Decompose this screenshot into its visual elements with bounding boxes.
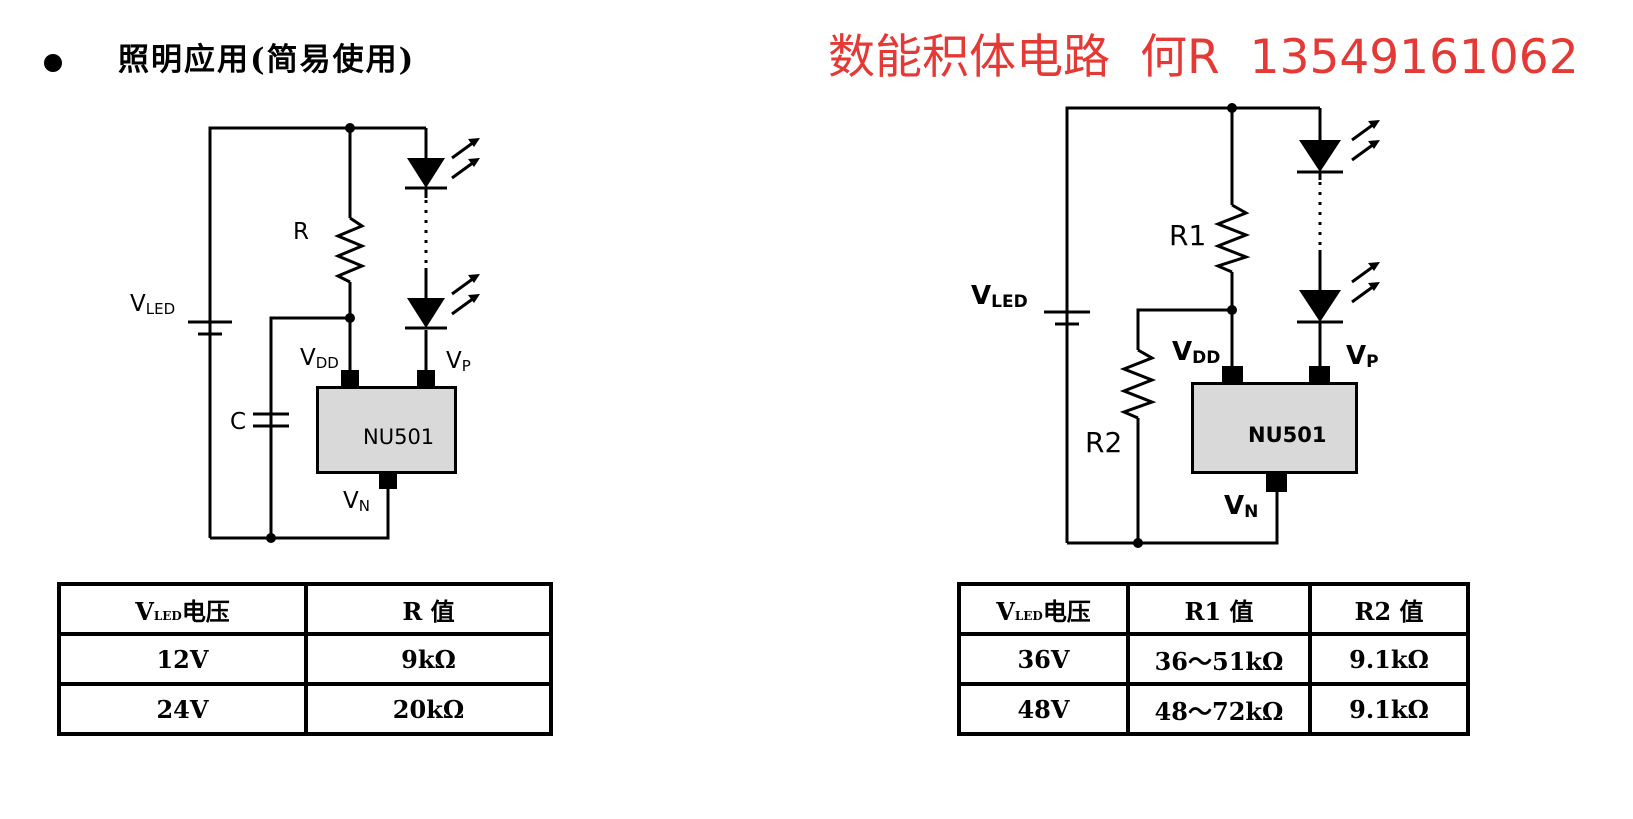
cell-vled: 48V <box>957 682 1130 736</box>
table-row: 36V 36～51kΩ 9.1kΩ <box>957 632 1470 686</box>
header-r2: R2 值 <box>1308 582 1470 636</box>
cell-vled: 24V <box>57 682 308 736</box>
chip-pins-2 <box>1222 366 1330 492</box>
cell-r: 20kΩ <box>304 682 553 736</box>
led-top-1 <box>405 136 482 190</box>
table-header-row: VLED电压 R 值 <box>57 582 553 636</box>
cell-r2: 9.1kΩ <box>1308 632 1470 686</box>
cell-vled: 36V <box>957 632 1130 686</box>
bullet-icon <box>44 54 62 72</box>
vn-label-1: VN <box>343 488 370 515</box>
led-top-2 <box>1297 118 1382 174</box>
resistor-r2 <box>1119 348 1157 420</box>
header-vled: VLED电压 <box>957 582 1130 636</box>
section-heading: 照明应用(简易使用) <box>118 42 416 78</box>
chip-pins-1 <box>341 370 435 489</box>
header-r: R 值 <box>304 582 553 636</box>
led-bottom-1 <box>405 272 482 330</box>
table-row: 48V 48～72kΩ 9.1kΩ <box>957 682 1470 736</box>
capacitor-c <box>253 412 289 428</box>
resistor-table-2: VLED电压 R1 值 R2 值 36V 36～51kΩ 9.1kΩ 48V 4… <box>957 582 1470 736</box>
vdd-label-2: VDD <box>1172 337 1221 368</box>
chip-label-2: NU501 <box>1248 423 1327 447</box>
vn-label-2: VN <box>1224 491 1259 522</box>
battery-vled-1 <box>188 320 232 336</box>
header-r1: R1 值 <box>1126 582 1312 636</box>
vp-label-2: VP <box>1346 341 1379 372</box>
c-label: C <box>230 409 247 435</box>
battery-vled-2 <box>1044 310 1090 326</box>
contact-phone: 13549161062 <box>1249 30 1579 85</box>
cell-r1: 48～72kΩ <box>1126 682 1312 736</box>
cell-r2: 9.1kΩ <box>1308 682 1470 736</box>
chip-label-1: NU501 <box>363 425 435 449</box>
r2-label: R2 <box>1085 426 1123 459</box>
vp-label-1: VP <box>446 348 471 375</box>
cell-vled: 12V <box>57 632 308 686</box>
header-vled: VLED电压 <box>57 582 308 636</box>
r-label: R <box>293 219 309 245</box>
contact-person: 何R <box>1140 30 1220 85</box>
table-row: 24V 20kΩ <box>57 682 553 736</box>
chip-nu501-1: NU501 <box>316 386 457 474</box>
junction-dots-1 <box>266 123 355 543</box>
company-name: 数能积体电路 <box>828 30 1110 85</box>
junction-dots-2 <box>1133 103 1237 548</box>
table-row: 12V 9kΩ <box>57 632 553 686</box>
cell-r: 9kΩ <box>304 632 553 686</box>
cell-r1: 36～51kΩ <box>1126 632 1312 686</box>
led-bottom-2 <box>1297 260 1382 324</box>
chip-nu501-2: NU501 <box>1191 382 1358 474</box>
resistor-r <box>334 216 366 284</box>
vled-label-1: VLED <box>130 291 176 318</box>
resistor-r1 <box>1213 203 1251 274</box>
r1-label: R1 <box>1169 219 1207 252</box>
vled-label-2: VLED <box>971 281 1028 312</box>
table-header-row: VLED电压 R1 值 R2 值 <box>957 582 1470 636</box>
contact-banner: 数能积体电路何R 13549161062 <box>828 18 1579 87</box>
resistor-table-1: VLED电压 R 值 12V 9kΩ 24V 20kΩ <box>57 582 553 736</box>
vdd-label-1: VDD <box>300 345 339 372</box>
